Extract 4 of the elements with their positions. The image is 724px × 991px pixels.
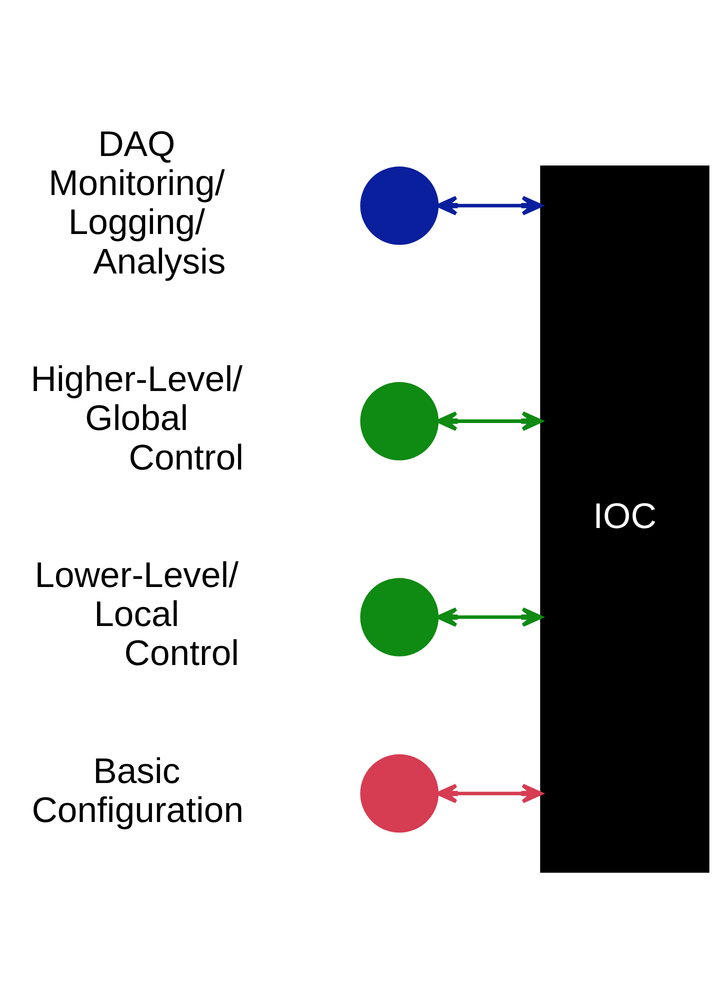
node-label: Lower-Level/ Local Control — [34, 554, 240, 673]
node-label: Higher-Level/ Global Control — [30, 358, 244, 477]
node-label: DAQ Monitoring/ Logging/ Analysis — [48, 123, 226, 281]
node-label: Basic Configuration — [32, 750, 244, 830]
